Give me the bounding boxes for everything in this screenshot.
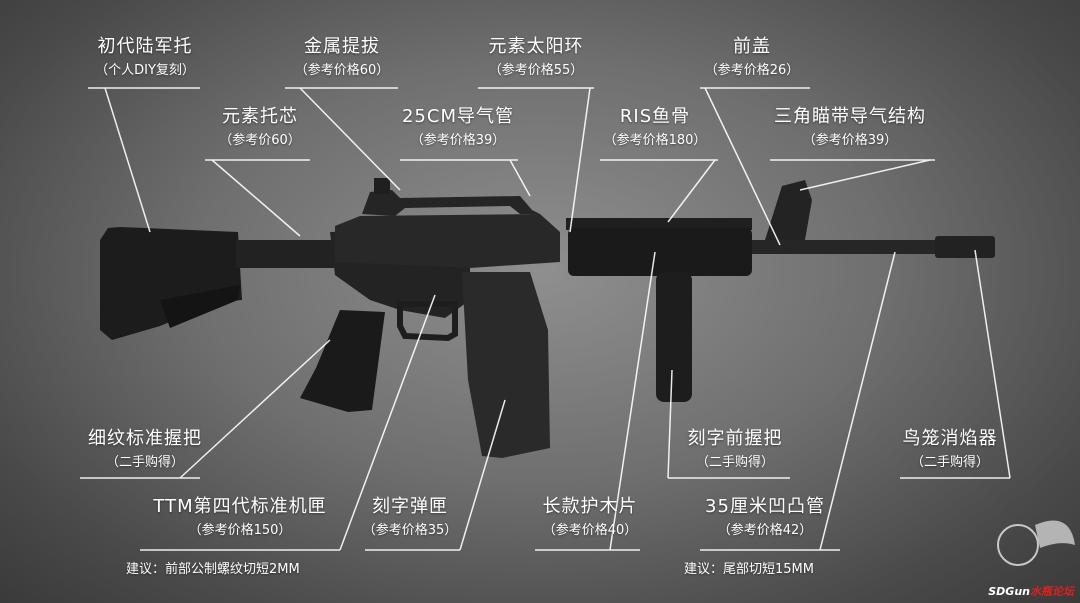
note-receiver: 建议：前部公制螺纹切短2MM: [126, 562, 300, 577]
label-ris-rail: RIS鱼骨 （参考价格180）: [585, 106, 725, 150]
stock-lower: [160, 285, 240, 328]
label-buffer-tube: 元素托芯 （参考价60）: [190, 106, 330, 150]
label-sub: （参考价格40）: [542, 523, 638, 538]
label-title: 初代陆军托: [97, 36, 193, 57]
label-flash-hider: 鸟笼消焰器 （二手购得）: [875, 428, 1025, 472]
label-sub: （参考价格39）: [802, 133, 898, 148]
stock: [100, 227, 242, 340]
watermark: SDGun水瓶论坛: [988, 583, 1074, 599]
watermark-left: SDGun: [988, 585, 1030, 598]
flash-hider: [935, 236, 995, 258]
label-sub: （参考价60）: [219, 133, 301, 148]
handguard: [568, 228, 752, 276]
upper-receiver: [335, 214, 560, 268]
label-title: 长款护木片: [542, 496, 638, 517]
label-title: 25CM导气管: [401, 106, 514, 127]
label-receiver: TTM第四代标准机匣 （参考价格150）: [135, 496, 345, 540]
label-sub: （参考价格26）: [704, 63, 800, 78]
label-title: 元素太阳环: [488, 36, 584, 57]
front-grip: [656, 272, 692, 402]
label-barrel: 35厘米凹凸管 （参考价格42）: [690, 496, 840, 540]
barrel: [752, 240, 942, 254]
label-title: 35厘米凹凸管: [705, 496, 825, 517]
label-sub: （参考价格60）: [294, 63, 390, 78]
label-title: 金属提拔: [304, 36, 380, 57]
label-title: 刻字弹匣: [372, 496, 448, 517]
label-sub: （参考价格55）: [488, 63, 584, 78]
label-magazine: 刻字弹匣 （参考价格35）: [345, 496, 475, 540]
magazine: [462, 272, 550, 458]
label-sub: （二手购得）: [695, 455, 774, 470]
front-sight: [765, 180, 812, 240]
buffer-tube: [236, 240, 336, 268]
label-sub: （二手购得）: [910, 455, 989, 470]
label-title: 刻字前握把: [687, 428, 783, 449]
label-sub: （参考价格39）: [410, 133, 506, 148]
label-stock: 初代陆军托 （个人DIY复刻）: [75, 36, 215, 80]
label-sub: （个人DIY复刻）: [95, 63, 195, 78]
label-gas-tube: 25CM导气管 （参考价格39）: [388, 106, 528, 150]
ris-rail: [566, 218, 752, 230]
label-title: RIS鱼骨: [619, 106, 691, 127]
label-sub: （参考价格150）: [188, 523, 292, 538]
label-sub: （参考价格42）: [717, 523, 813, 538]
label-front-cap: 前盖 （参考价格26）: [682, 36, 822, 80]
carry-handle: [362, 190, 540, 216]
rear-sight: [374, 178, 390, 194]
label-handguard: 长款护木片 （参考价格40）: [520, 496, 660, 540]
label-sun-ring: 元素太阳环 （参考价格55）: [466, 36, 606, 80]
note-barrel: 建议：尾部切短15MM: [684, 562, 814, 577]
label-title: 鸟笼消焰器: [902, 428, 998, 449]
label-title: 三角瞄带导气结构: [774, 106, 926, 127]
label-carry-handle: 金属提拔 （参考价格60）: [272, 36, 412, 80]
watermark-right: 水瓶论坛: [1030, 585, 1074, 598]
label-front-sight: 三角瞄带导气结构 （参考价格39）: [760, 106, 940, 150]
label-sub: （二手购得）: [105, 455, 184, 470]
label-sub: （参考价格180）: [603, 133, 707, 148]
label-title: TTM第四代标准机匣: [153, 496, 327, 517]
label-pistol-grip: 细纹标准握把 （二手购得）: [70, 428, 220, 472]
label-front-grip: 刻字前握把 （二手购得）: [660, 428, 810, 472]
label-title: 细纹标准握把: [88, 428, 202, 449]
pistol-grip: [300, 310, 385, 412]
trigger-guard: [397, 301, 458, 342]
label-title: 前盖: [733, 36, 771, 57]
label-sub: （参考价格35）: [362, 523, 458, 538]
label-title: 元素托芯: [222, 106, 298, 127]
